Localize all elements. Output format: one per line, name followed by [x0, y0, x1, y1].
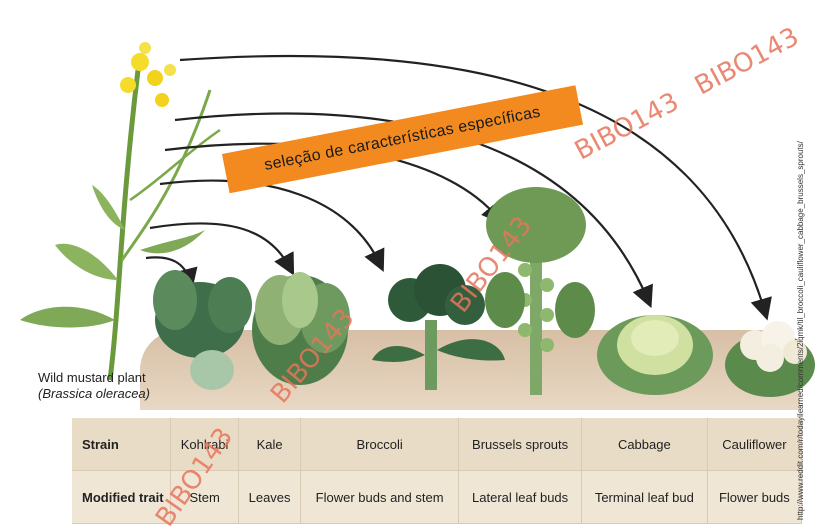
strain-cell: Cabbage [581, 418, 707, 471]
trait-cell: Flower buds and stem [300, 471, 458, 524]
trait-cell: Terminal leaf bud [581, 471, 707, 524]
trait-cell: Leaves [239, 471, 301, 524]
wild-plant-label: Wild mustard plant (Brassica oleracea) [38, 370, 150, 402]
cabbage-illustration [597, 315, 713, 395]
strain-cell: Brussels sprouts [459, 418, 582, 471]
trait-cell: Flower buds [707, 471, 801, 524]
strain-cell: Kale [239, 418, 301, 471]
strain-cell: Cauliflower [707, 418, 801, 471]
strain-row: Strain Kohlrabi Kale Broccoli Brussels s… [72, 418, 802, 471]
strain-cell: Broccoli [300, 418, 458, 471]
strain-header: Strain [72, 418, 171, 471]
wild-plant-name: Wild mustard plant [38, 370, 150, 386]
kohlrabi-illustration [153, 270, 252, 390]
brussels-sprouts-illustration [485, 187, 595, 395]
wild-plant-species: (Brassica oleracea) [38, 386, 150, 402]
trait-cell: Lateral leaf buds [459, 471, 582, 524]
source-url: http://www.reddit.com/r/todayilearned/co… [796, 141, 805, 520]
